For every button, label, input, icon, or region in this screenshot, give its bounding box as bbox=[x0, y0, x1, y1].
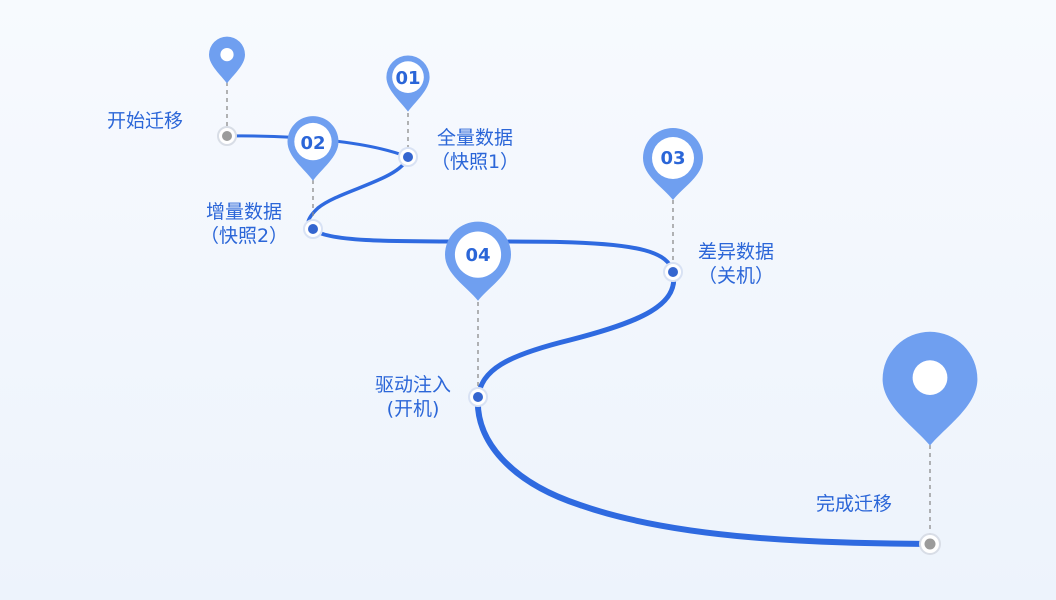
pin-02-number: 02 bbox=[300, 133, 325, 154]
label-01-text: 全量数据 bbox=[436, 127, 513, 149]
label-01: 全量数据 （快照1） bbox=[427, 126, 523, 174]
pin-04-number: 04 bbox=[465, 245, 490, 266]
label-02-text: 增量数据 bbox=[205, 201, 282, 223]
label-03-sub: （关机） bbox=[697, 265, 774, 287]
label-finish: 完成迁移 bbox=[816, 492, 892, 516]
path-03-to-04 bbox=[475, 269, 677, 400]
label-start: 开始迁移 bbox=[107, 109, 183, 133]
node-03 bbox=[663, 262, 683, 282]
node-finish bbox=[919, 533, 941, 555]
node-02 bbox=[303, 219, 323, 239]
pin-03-icon bbox=[643, 128, 703, 200]
path-04-to-finish bbox=[474, 394, 933, 547]
label-01-sub: （快照1） bbox=[430, 151, 520, 173]
label-04: 驱动注入 (开机) bbox=[365, 373, 461, 421]
pin-04-icon bbox=[445, 221, 511, 301]
start-pin-icon bbox=[209, 36, 245, 84]
pin-03-number: 03 bbox=[660, 148, 685, 169]
node-01 bbox=[398, 147, 418, 167]
pin-01-icon bbox=[386, 55, 430, 112]
label-03: 差异数据 （关机） bbox=[688, 240, 784, 288]
label-finish-text: 完成迁移 bbox=[816, 493, 893, 515]
label-03-text: 差异数据 bbox=[697, 241, 774, 263]
label-02: 增量数据 （快照2） bbox=[196, 200, 292, 248]
node-start bbox=[217, 126, 237, 146]
path-02-to-03 bbox=[311, 227, 675, 274]
label-02-sub: （快照2） bbox=[199, 225, 289, 247]
label-start-text: 开始迁移 bbox=[107, 110, 184, 132]
pin-01-number: 01 bbox=[395, 68, 420, 89]
finish-pin-icon bbox=[882, 331, 978, 446]
leader-lines bbox=[226, 82, 931, 538]
label-04-sub: (开机) bbox=[386, 398, 440, 420]
pin-02-icon bbox=[287, 116, 339, 181]
label-04-text: 驱动注入 bbox=[374, 374, 451, 396]
node-04 bbox=[468, 387, 488, 407]
